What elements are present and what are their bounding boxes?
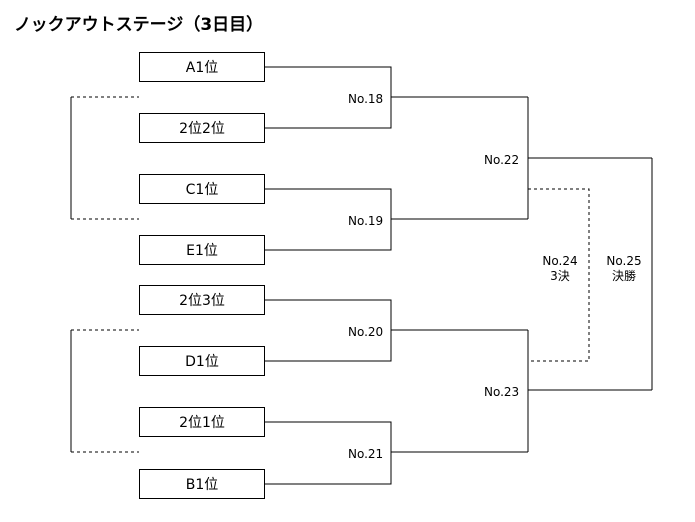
team-box: 2位3位 [139, 285, 265, 315]
match-label-22: No.22 [484, 153, 520, 167]
bracket-line-m24 [528, 188, 590, 362]
team-box: 2位1位 [139, 407, 265, 437]
bracket-line-m20 [265, 299, 528, 362]
bracket-line-m18 [265, 66, 528, 129]
match-label-20: No.20 [348, 325, 384, 339]
match-label-24: No.24 3決 [536, 254, 584, 284]
match-24-name: 3決 [550, 269, 570, 283]
bracket-line-m19 [265, 188, 528, 251]
team-box: D1位 [139, 346, 265, 376]
page-title: ノックアウトステージ（3日目） [14, 15, 264, 35]
bracket-line-left-top-dashed [71, 96, 139, 220]
team-box: C1位 [139, 174, 265, 204]
bracket-line-m23 [527, 330, 652, 452]
match-label-21: No.21 [348, 447, 384, 461]
match-25-number: No.25 [606, 254, 642, 268]
team-box: A1位 [139, 52, 265, 82]
team-box: B1位 [139, 469, 265, 499]
match-label-19: No.19 [348, 214, 384, 228]
team-box: 2位2位 [139, 113, 265, 143]
match-25-name: 決勝 [611, 269, 636, 283]
match-label-18: No.18 [348, 92, 384, 106]
bracket-line-left-bottom-dashed [71, 329, 139, 453]
team-box: E1位 [139, 235, 265, 265]
match-label-25: No.25 決勝 [600, 254, 648, 284]
match-24-number: No.24 [542, 254, 578, 268]
match-label-23: No.23 [484, 385, 520, 399]
bracket-line-m21 [265, 421, 528, 485]
bracket-line-m22 [527, 97, 652, 219]
